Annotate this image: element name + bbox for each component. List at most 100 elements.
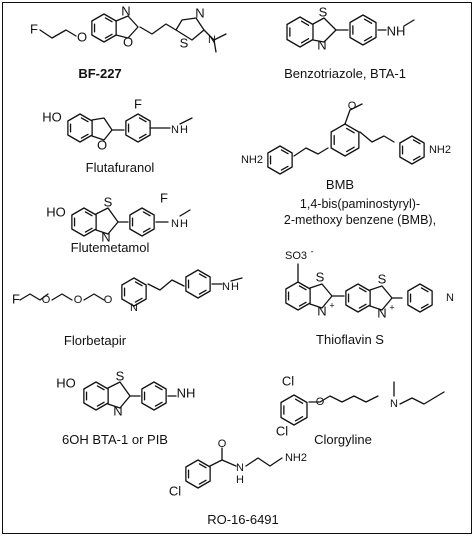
- fluoroethoxy-chain: [39, 29, 77, 39]
- atom-h: H: [180, 124, 188, 136]
- double-bond: [198, 463, 207, 469]
- florbetapir-phenyl: [185, 269, 211, 299]
- double-bond: [358, 303, 367, 309]
- double-bond: [80, 117, 89, 123]
- double-bond: [84, 211, 93, 217]
- double-bond: [198, 273, 207, 279]
- peg-chain: [51, 293, 73, 301]
- double-bond: [96, 401, 105, 407]
- pyridine-ring: [121, 277, 147, 307]
- atom-nh: NH: [387, 23, 406, 38]
- atom-o: O: [123, 34, 133, 49]
- bta1-benzene: [286, 16, 314, 48]
- atom-f: F: [160, 190, 168, 205]
- atom-s: S: [116, 368, 125, 383]
- propoxy-chain: [308, 395, 379, 403]
- peg-chain: [83, 293, 105, 301]
- double-bond: [298, 301, 307, 307]
- label-clorgyline: Clorgyline: [314, 432, 372, 447]
- atom-o: O: [42, 294, 51, 306]
- vinyl-linker: [139, 23, 177, 35]
- atom-n: N: [222, 281, 230, 293]
- double-bond: [358, 287, 367, 293]
- label-ro-16-6491: RO-16-6491: [207, 512, 279, 527]
- double-bond: [363, 36, 373, 42]
- double-bond: [345, 127, 355, 134]
- double-bond: [412, 139, 421, 145]
- double-bond: [412, 155, 421, 161]
- bf227-benzene: [91, 13, 117, 43]
- atom-n: N: [171, 218, 179, 230]
- atom-o: O: [218, 438, 227, 450]
- double-bond: [138, 133, 147, 139]
- charge-plus: +: [389, 302, 394, 312]
- bmb-phenyl-right: [399, 135, 425, 165]
- double-bond: [104, 17, 113, 23]
- atom-nh: NH: [177, 385, 196, 400]
- bmb-phenyl-left: [267, 145, 293, 175]
- label-benzotriazole-bta-1: Benzotriazole, BTA-1: [284, 66, 406, 81]
- double-bond: [280, 149, 289, 155]
- atom-n: N: [377, 305, 386, 320]
- atom-h: H: [236, 474, 244, 486]
- atom-ho: HO: [56, 375, 76, 390]
- atom-n: N: [171, 124, 179, 136]
- vinyl-linker: [359, 131, 395, 143]
- label-bmb-full-name: 1,4-bis(paminostyryl)- 2-methoxy benzene…: [283, 197, 437, 227]
- atom-o: O: [104, 294, 113, 306]
- double-bond: [363, 18, 373, 24]
- bf227-oxazole: [115, 15, 139, 39]
- double-bond: [138, 117, 147, 123]
- label-florbetapir: Florbetapir: [63, 333, 127, 348]
- label-thioflavin-s: Thioflavin S: [316, 332, 384, 347]
- methoxy-bond: [344, 103, 363, 125]
- vinyl-linker: [293, 147, 329, 157]
- double-bond: [198, 289, 207, 295]
- flutafuranol-benzene: [67, 113, 93, 143]
- atom-s: S: [319, 4, 328, 19]
- label-flutemetamol: Flutemetamol: [70, 240, 150, 255]
- atom-n: N: [390, 398, 398, 410]
- double-bond: [84, 227, 93, 233]
- atom-cl: Cl: [276, 423, 288, 438]
- label-flutafuranol: Flutafuranol: [85, 160, 155, 175]
- atom-o: O: [74, 294, 83, 306]
- thioflavin-phenyl: [407, 283, 433, 313]
- double-bond: [142, 211, 151, 217]
- atom-ho: HO: [46, 204, 66, 219]
- label-bmb: BMB: [325, 177, 355, 192]
- atom-f: F: [12, 291, 20, 306]
- atom-f: F: [134, 96, 142, 111]
- atom-h: H: [180, 218, 188, 230]
- atom-n: N: [317, 37, 326, 52]
- bmb-methoxy-benzene: [330, 123, 360, 157]
- atom-s: S: [378, 271, 387, 286]
- ro16-benzene: [185, 459, 211, 489]
- dimethylamino: [203, 29, 227, 53]
- propargyl-amine: [393, 381, 445, 405]
- methyl-bond: [403, 19, 415, 27]
- double-bond: [80, 133, 89, 139]
- thioflavin-benzene-mid: [345, 283, 371, 313]
- flutafuranol-phenyl: [125, 113, 151, 143]
- atom-o: O: [97, 137, 107, 152]
- atom-o: O: [316, 396, 325, 408]
- atom-n: N: [113, 403, 122, 418]
- double-bond: [198, 479, 207, 485]
- double-bond: [345, 146, 355, 153]
- vinyl-linker: [147, 279, 185, 291]
- thiazole-ring: [175, 17, 205, 41]
- atom-cl: Cl: [282, 373, 294, 388]
- charge-minus: -: [311, 246, 314, 256]
- atom-n: N: [317, 303, 326, 318]
- double-bond: [142, 227, 151, 233]
- peg-chain: [19, 293, 49, 301]
- bta1-phenyl: [349, 14, 377, 46]
- atom-cl: Cl: [169, 483, 181, 498]
- double-bond: [294, 398, 304, 404]
- pib-phenyl: [141, 381, 167, 411]
- atom-o: O: [348, 100, 357, 112]
